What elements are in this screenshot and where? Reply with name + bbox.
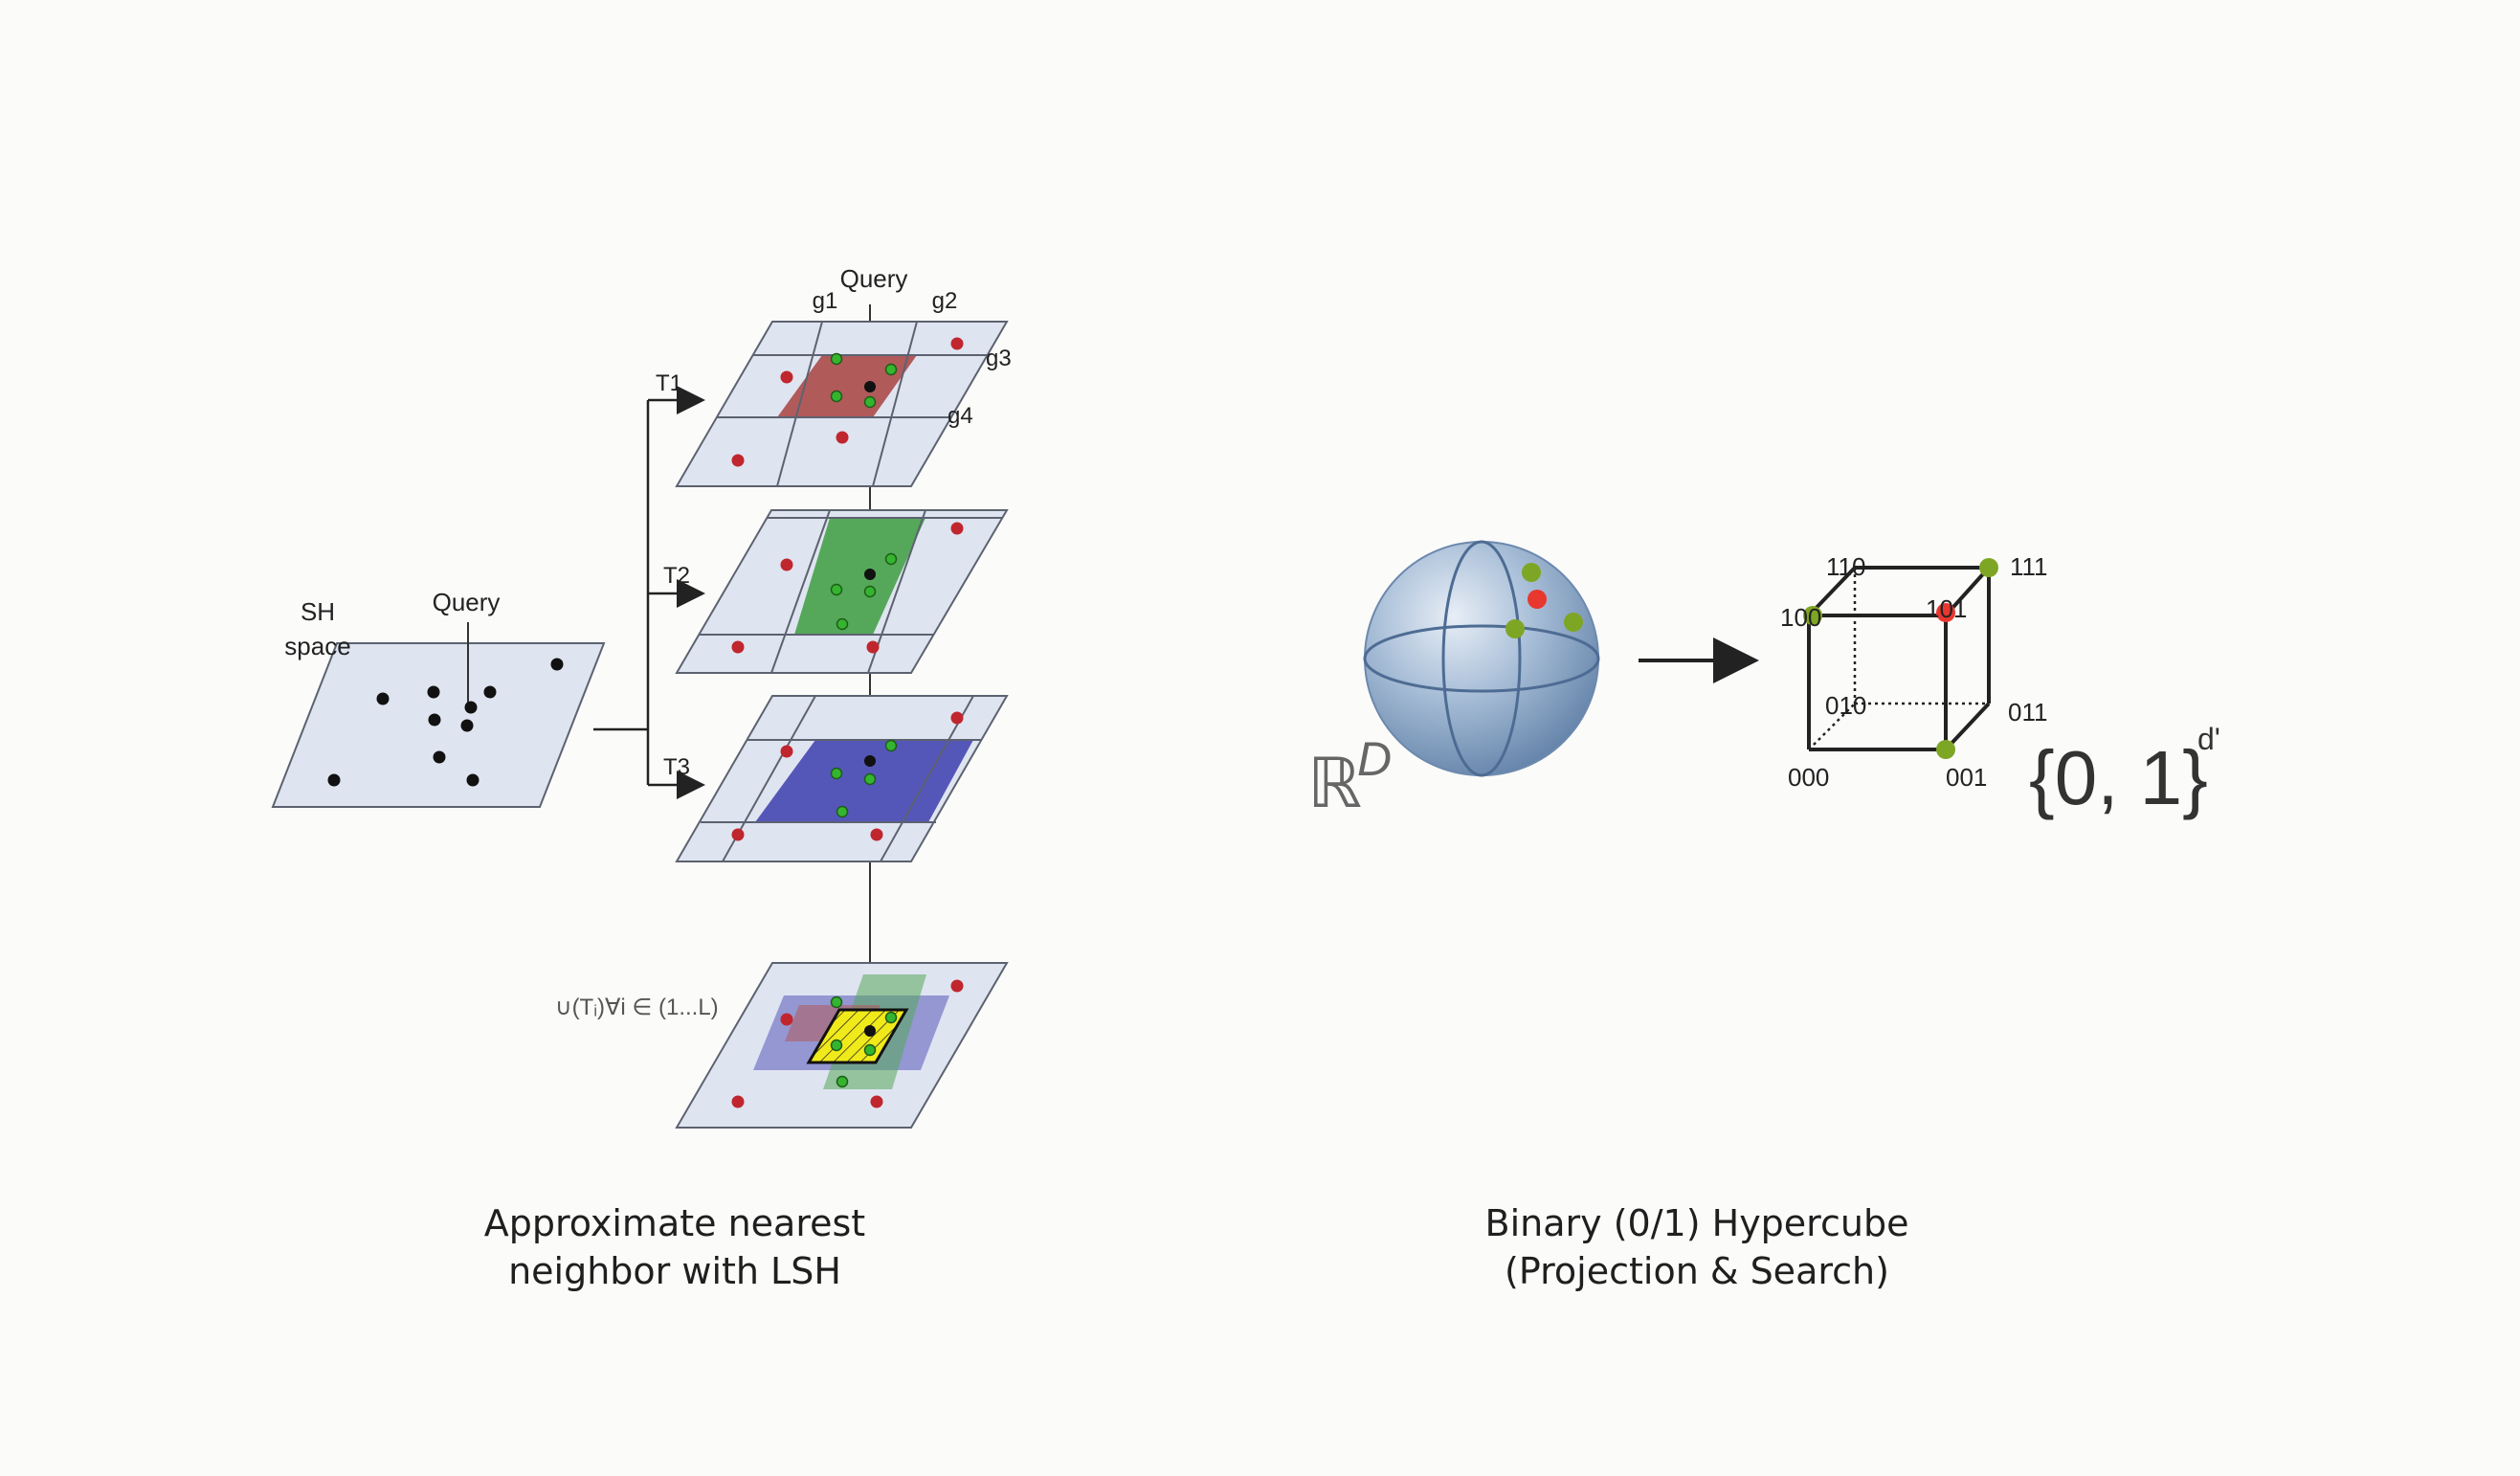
vertex-111-point (1979, 558, 1998, 577)
t2-green-points (830, 552, 898, 631)
union-plane (675, 962, 1009, 1129)
t1-green-points (830, 352, 898, 409)
query-label-sh: Query (433, 588, 501, 616)
grid-label-g2: g2 (932, 288, 958, 314)
hypercube-caption-line1: Binary (0/1) Hypercube (1484, 1202, 1909, 1244)
vertex-label-110: 110 (1826, 552, 1865, 581)
t3-query-point (864, 755, 876, 767)
vertex-labels: 110 111 100 101 010 011 000 001 (1780, 552, 2048, 792)
t3-query-cell (755, 740, 973, 822)
sh-space-label-line1: SH (301, 597, 335, 626)
vertex-label-000: 000 (1788, 763, 1829, 792)
hypercube-caption-line2: (Projection & Search) (1505, 1250, 1889, 1292)
sphere-red-point (1528, 590, 1547, 609)
sh-points (327, 658, 564, 787)
lsh-diagram: SH space Query T1 T2 T3 Query (271, 264, 1012, 1129)
vertex-001-point (1936, 740, 1955, 759)
union-red-points (731, 979, 964, 1108)
vertex-100-point (1803, 606, 1822, 625)
lsh-caption-line1: Approximate nearest (483, 1202, 866, 1244)
sphere (1363, 540, 1600, 777)
t2-query-cell (794, 518, 925, 635)
space-exponent: D (1357, 732, 1392, 786)
sh-space-label-line2: space (284, 632, 350, 660)
sh-space-plane (271, 622, 606, 808)
hash-table-plane-t1 (675, 321, 1009, 487)
codomain-exponent: d' (2197, 722, 2220, 756)
t1-red-points (731, 337, 964, 467)
t2-red-points (731, 522, 964, 654)
codomain-label: {0, 1} (2029, 735, 2208, 820)
table-label-t3: T3 (663, 754, 690, 780)
hash-table-plane-t3 (675, 695, 1009, 862)
union-label: ∪(Tᵢ)∀i ∈ (1...L) (555, 995, 719, 1020)
sphere-green-point (1505, 619, 1525, 638)
hypercube-caption: Binary (0/1) Hypercube (Projection & Sea… (1362, 1199, 2032, 1295)
union-query-point (864, 1025, 876, 1037)
hypercube-diagram: ℝ D 110 111 100 101 (1307, 540, 2220, 822)
query-label-top: Query (840, 264, 908, 293)
grid-label-g4: g4 (948, 403, 973, 429)
branch-arrows (593, 386, 705, 799)
vertex-label-001: 001 (1946, 763, 1987, 792)
vertex-label-111: 111 (2010, 552, 2048, 581)
table-label-t2: T2 (663, 563, 690, 589)
union-green-points (830, 995, 898, 1088)
t1-query-point (864, 381, 876, 392)
grid-label-g3: g3 (986, 346, 1012, 371)
grid-label-g1: g1 (813, 288, 838, 314)
hash-table-plane-t2 (675, 509, 1009, 674)
vertex-label-010: 010 (1825, 691, 1866, 720)
vertex-label-100: 100 (1780, 603, 1821, 632)
sphere-green-point (1564, 613, 1583, 632)
space-label: ℝ (1307, 746, 1362, 822)
t3-red-points (731, 711, 964, 841)
t3-green-points (830, 739, 898, 818)
t1-query-cell (777, 355, 917, 417)
table-label-t1: T1 (656, 370, 682, 396)
vertex-label-011: 011 (2008, 698, 2047, 727)
vertex-label-101: 101 (1926, 594, 1967, 623)
sphere-green-point (1522, 563, 1541, 582)
lsh-caption: Approximate nearest neighbor with LSH (340, 1199, 1010, 1295)
vertex-101-point (1936, 603, 1955, 622)
hypercube (1807, 566, 1991, 751)
t2-query-point (864, 569, 876, 580)
lsh-caption-line2: neighbor with LSH (508, 1250, 841, 1292)
